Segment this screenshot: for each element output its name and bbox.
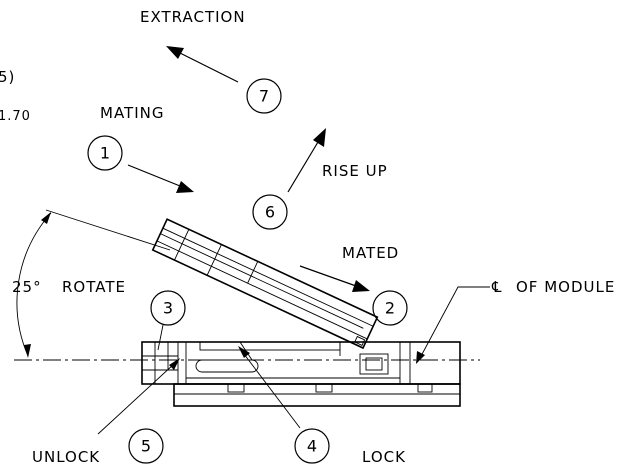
svg-text:1: 1 [100, 144, 110, 163]
angle-label: 25° [12, 278, 42, 296]
centerline-leader [416, 286, 490, 364]
svg-text:4: 4 [307, 437, 317, 456]
rotated-module [151, 218, 379, 350]
svg-text:6: 6 [265, 203, 275, 222]
angle-dimension [16, 209, 171, 358]
lock-label: LOCK [362, 448, 406, 466]
unlock-leader [97, 358, 180, 435]
centerline-label: OF MODULE [516, 278, 615, 296]
svg-text:3: 3 [163, 299, 173, 318]
unlock-label: UNLOCK [32, 448, 100, 466]
step-7-balloon: 7 [246, 78, 282, 114]
step-4-balloon: 4 [294, 428, 330, 464]
rise-up-label: RISE UP [322, 162, 388, 180]
step-3-leader [157, 324, 164, 351]
step-4-leader [238, 346, 301, 429]
connector-body [141, 341, 461, 385]
extraction-label: EXTRACTION [140, 8, 246, 26]
mating-arrow [127, 164, 194, 193]
mated-arrow [299, 265, 370, 292]
base-board [173, 383, 461, 407]
rotate-label: ROTATE [62, 278, 126, 296]
extraction-arrow [166, 46, 239, 83]
step-3-balloon: 3 [150, 290, 186, 326]
step-1-balloon: 1 [87, 135, 123, 171]
mating-label: MATING [100, 104, 164, 122]
svg-text:5: 5 [141, 437, 151, 456]
step-6-balloon: 6 [252, 194, 288, 230]
svg-text:7: 7 [259, 87, 269, 106]
centerline-symbol: ℄ [491, 278, 503, 296]
partial-dimension: 1.70 [0, 109, 31, 124]
rise-up-arrow [287, 128, 326, 193]
step-5-balloon: 5 [128, 428, 164, 464]
step-2-balloon: 2 [372, 290, 408, 326]
svg-text:2: 2 [385, 299, 395, 318]
mated-label: MATED [342, 244, 399, 262]
partial-label-top: 5) [0, 68, 15, 86]
